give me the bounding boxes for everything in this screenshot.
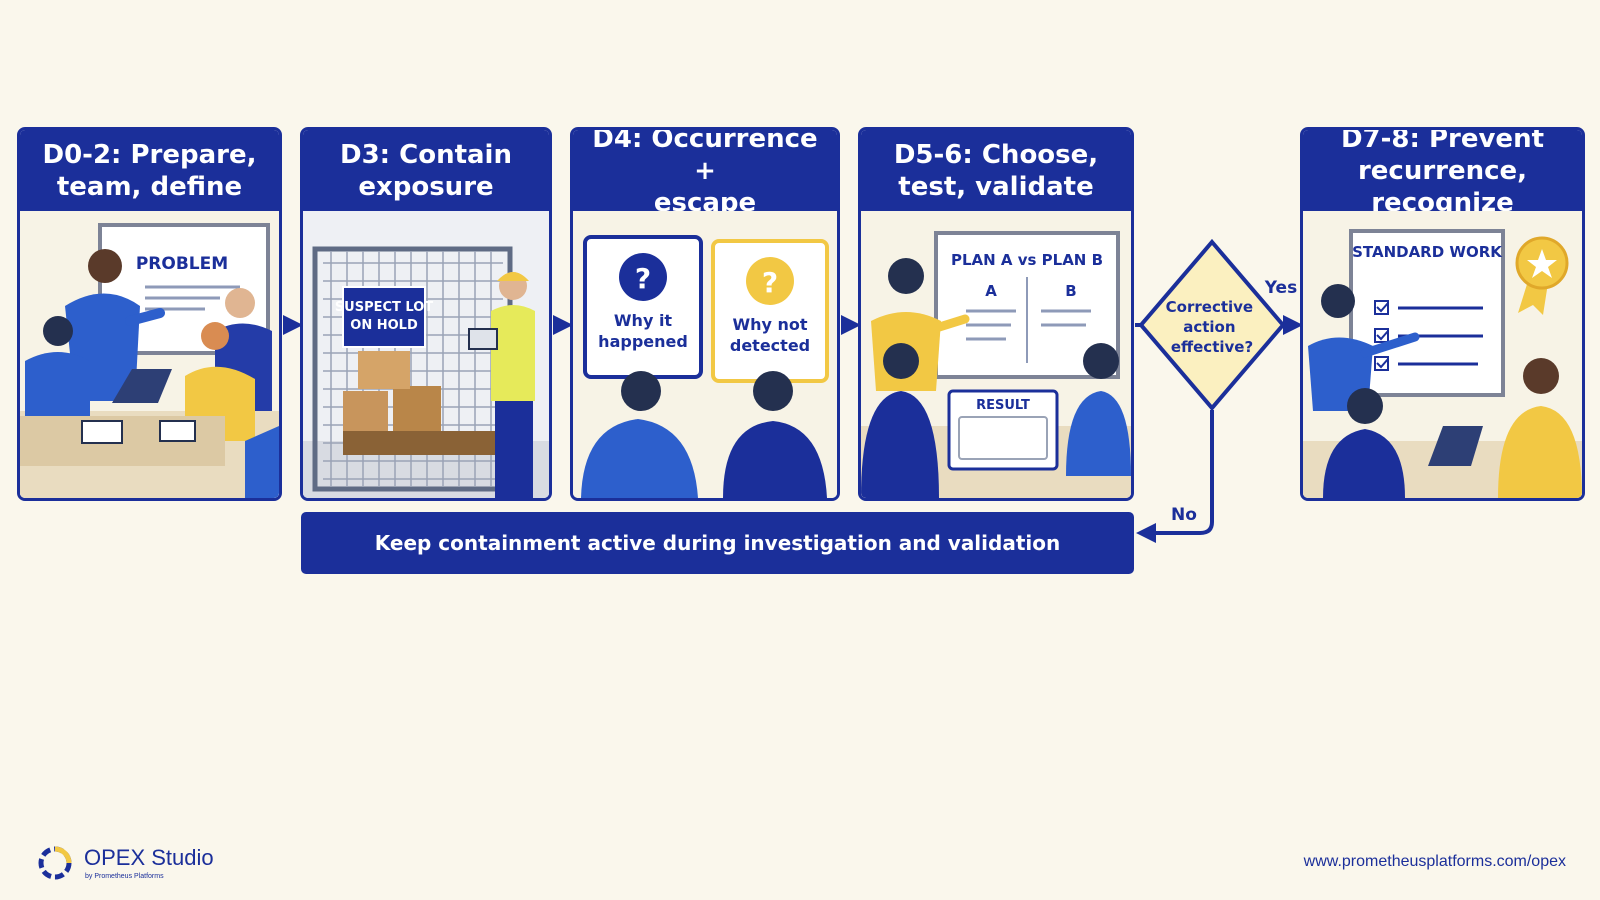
decision-yes-label: Yes [1264, 278, 1297, 298]
step-panel-d5-6: D5-6: Choose, test, validate PLAN A vs P… [858, 127, 1134, 501]
question-icon [746, 257, 794, 305]
svg-text:?: ? [635, 262, 651, 295]
step-illustration: PROBLEM [20, 211, 279, 498]
logo-ring-icon [38, 846, 72, 880]
step-title: D0-2: Prepare, team, define [20, 130, 279, 211]
svg-text:PLAN A vs PLAN B: PLAN A vs PLAN B [951, 251, 1103, 269]
step-title: D7-8: Prevent recurrence, recognize [1303, 130, 1582, 218]
checkbox-icon [1374, 356, 1389, 371]
svg-text:STANDARD WORK: STANDARD WORK [1352, 243, 1503, 261]
decision-diamond: Corrective action effective? [1138, 238, 1286, 412]
footer-url[interactable]: www.prometheusplatforms.com/opex [1303, 853, 1566, 870]
question-icon [619, 253, 667, 301]
decision-question: Corrective action effective? [1166, 298, 1259, 356]
why-not-detected-card: ? [711, 239, 829, 383]
why-it-happened-card: ? [583, 235, 703, 379]
award-ribbon-icon [1515, 236, 1569, 315]
step-illustration: PLAN A vs PLAN B A B RESULT [861, 211, 1131, 498]
step-title: D3: Contain exposure [303, 130, 549, 211]
checkbox-icon [1374, 328, 1389, 343]
standard-work-board: STANDARD WORK [1349, 229, 1505, 397]
footer-brand: OPEX Studio [84, 845, 214, 870]
no-return-arrow [1136, 410, 1214, 543]
svg-text:RESULT: RESULT [976, 398, 1030, 413]
step-panel-d0-2: D0-2: Prepare, team, define PROBLEM [17, 127, 282, 501]
containment-banner: Keep containment active during investiga… [301, 512, 1134, 574]
step-illustration: STANDARD WORK [1303, 211, 1582, 498]
result-card: RESULT [947, 389, 1059, 471]
step-title: D5-6: Choose, test, validate [861, 130, 1131, 211]
step-panel-d7-8: D7-8: Prevent recurrence, recognize STAN… [1300, 127, 1585, 501]
decision-no-label: No [1171, 505, 1197, 525]
svg-text:PROBLEM: PROBLEM [136, 254, 228, 274]
checkbox-icon [1374, 300, 1389, 315]
footer-brand-sub: by Prometheus Platforms [85, 873, 164, 880]
svg-text:?: ? [762, 266, 778, 299]
step-title: D4: Occurrence + escape [573, 130, 837, 218]
svg-text:B: B [1065, 282, 1076, 300]
svg-text:A: A [985, 282, 997, 300]
